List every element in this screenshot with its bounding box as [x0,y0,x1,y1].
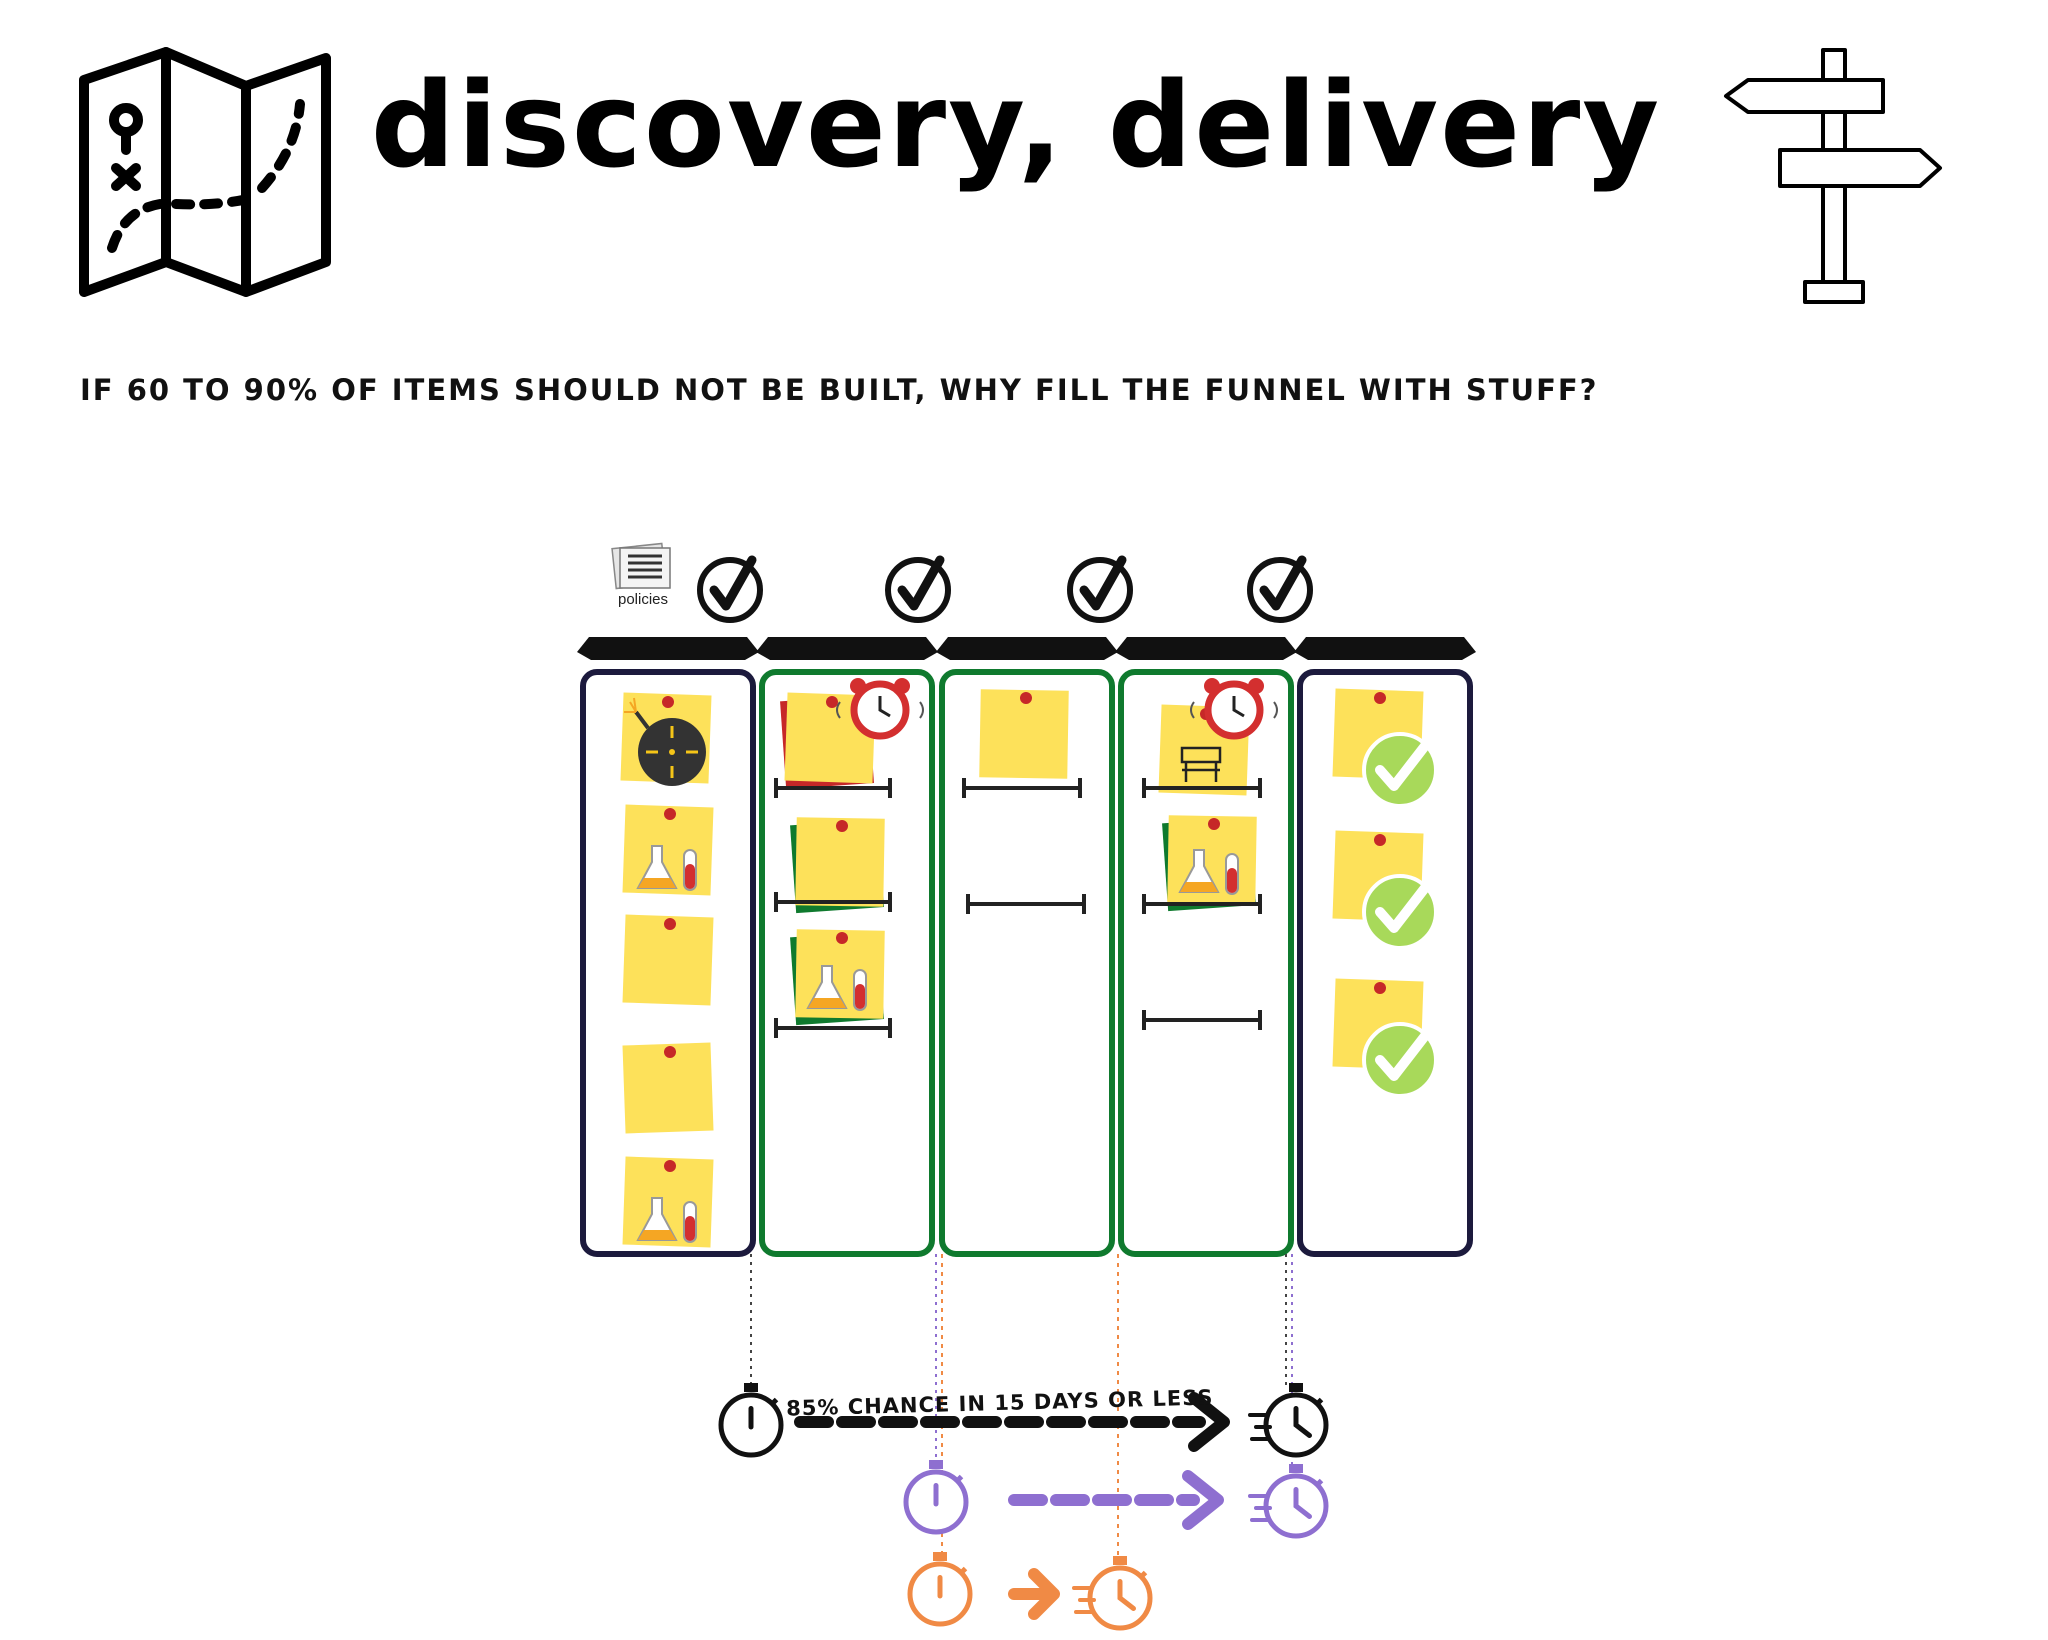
done-checkmark-icon [1362,732,1438,808]
stopwatch-end-icon [1248,1464,1329,1539]
wip-divider [774,778,892,798]
done-check-icon [885,555,951,623]
page-title: discovery, delivery [371,56,1661,194]
done-check-icon [697,555,763,623]
stopwatch-end-icon [1072,1556,1153,1631]
lab-experiment-icon [636,1197,697,1243]
stopwatch-start-icon [903,1460,969,1535]
wip-divider [966,894,1086,914]
signpost-icon [1724,48,1942,304]
question-text: IF 60 TO 90% OF ITEMS SHOULD NOT BE BUIL… [80,373,1599,407]
column-header [1115,637,1297,660]
sticky-note [1332,688,1438,808]
sticky-note-blocked [1158,678,1278,796]
board-column [939,669,1115,1257]
column-check-icons [697,555,1313,623]
column-header [936,637,1118,660]
done-checkmark-icon [1362,1022,1438,1098]
lab-experiment-icon [636,845,697,891]
wip-divider [1142,1010,1262,1030]
stopwatch-start-icon [907,1552,973,1627]
column-timeline-connectors [750,1254,1293,1555]
overall-lead-time-arrow [794,1392,1230,1452]
bomb-timer-icon [624,697,706,786]
sticky-note [1332,830,1438,950]
lab-experiment-icon [806,965,867,1011]
done-checkmark-icon [1362,874,1438,950]
alarm-clock-icon [1190,678,1278,740]
column-header [577,637,759,660]
policies-icon [611,542,671,590]
stopwatch-start-icon [718,1383,784,1458]
wip-divider [1142,894,1262,914]
sticky-note-alarm [780,678,924,790]
sticky-note [622,804,714,896]
sticky-note [1162,815,1257,912]
stage-lead-time-arrow [1008,1568,1060,1620]
wip-divider [774,892,892,912]
wip-divider [1142,778,1262,798]
column-headers [577,637,1476,660]
lead-time-timelines [718,1383,1329,1631]
sticky-note [790,817,885,914]
sticky-note [622,914,714,1006]
sticky-note [979,689,1069,779]
folded-map-icon [79,47,331,297]
stopwatch-end-icon [1248,1383,1329,1458]
done-check-icon [1247,555,1313,623]
column-header [1294,637,1476,660]
policies-label: policies [618,591,668,608]
sticky-note [1332,978,1438,1098]
sticky-note [622,1156,714,1248]
column-header [756,637,938,660]
kanban-board [580,669,1473,1257]
roadblock-icon [1180,746,1222,782]
done-check-icon [1067,555,1133,623]
board-column [1297,669,1473,1257]
forecast-label: 85% CHANCE IN 15 DAYS OR LESS [786,1385,1214,1420]
wip-divider [962,778,1082,798]
alarm-clock-icon [836,678,924,740]
wip-divider [774,1018,892,1038]
lab-experiment-icon [1178,849,1239,895]
sticky-note [790,929,885,1026]
sticky-note-bomb [620,692,712,786]
delivery-lead-time-arrow [1008,1470,1224,1530]
sticky-note [622,1042,714,1134]
